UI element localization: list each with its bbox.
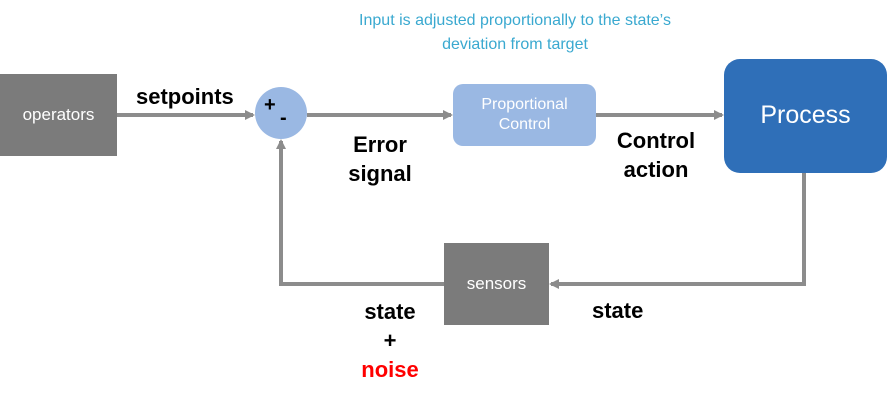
error-signal-line-2: signal — [348, 161, 412, 186]
sensors-label: sensors — [466, 274, 527, 294]
noise-text: noise — [361, 357, 419, 382]
sensors-block: sensors — [444, 243, 549, 325]
proportional-control-block: Proportional Control — [453, 84, 596, 146]
state-noise-label: state + noise — [340, 297, 440, 384]
control-action-label: Control action — [608, 126, 704, 184]
error-signal-label: Error signal — [340, 130, 420, 188]
junction-plus-sign: + — [264, 94, 276, 116]
junction-minus-sign: - — [280, 107, 287, 129]
state-measured-text: state — [364, 299, 416, 324]
feedback-arrow — [276, 139, 444, 286]
control-block-line-1: Proportional — [481, 96, 568, 113]
operators-label: operators — [22, 105, 95, 125]
plus-text: + — [383, 328, 397, 353]
caption-line-2: deviation from target — [442, 36, 588, 53]
control-action-line-2: action — [623, 157, 689, 182]
diagram-caption: Input is adjusted proportionally to the … — [290, 9, 740, 57]
process-label: Process — [760, 101, 851, 130]
summing-junction: + - — [255, 87, 307, 139]
control-action-line-1: Control — [616, 128, 696, 153]
process-block: Process — [724, 59, 887, 173]
control-block-line-2: Control — [498, 116, 551, 133]
operators-block: operators — [0, 74, 117, 156]
setpoints-label: setpoints — [136, 84, 234, 109]
caption-line-1: Input is adjusted proportionally to the … — [359, 12, 671, 29]
state-return-arrow — [549, 173, 806, 289]
error-signal-line-1: Error — [353, 132, 407, 157]
state-return-label: state — [592, 298, 644, 323]
